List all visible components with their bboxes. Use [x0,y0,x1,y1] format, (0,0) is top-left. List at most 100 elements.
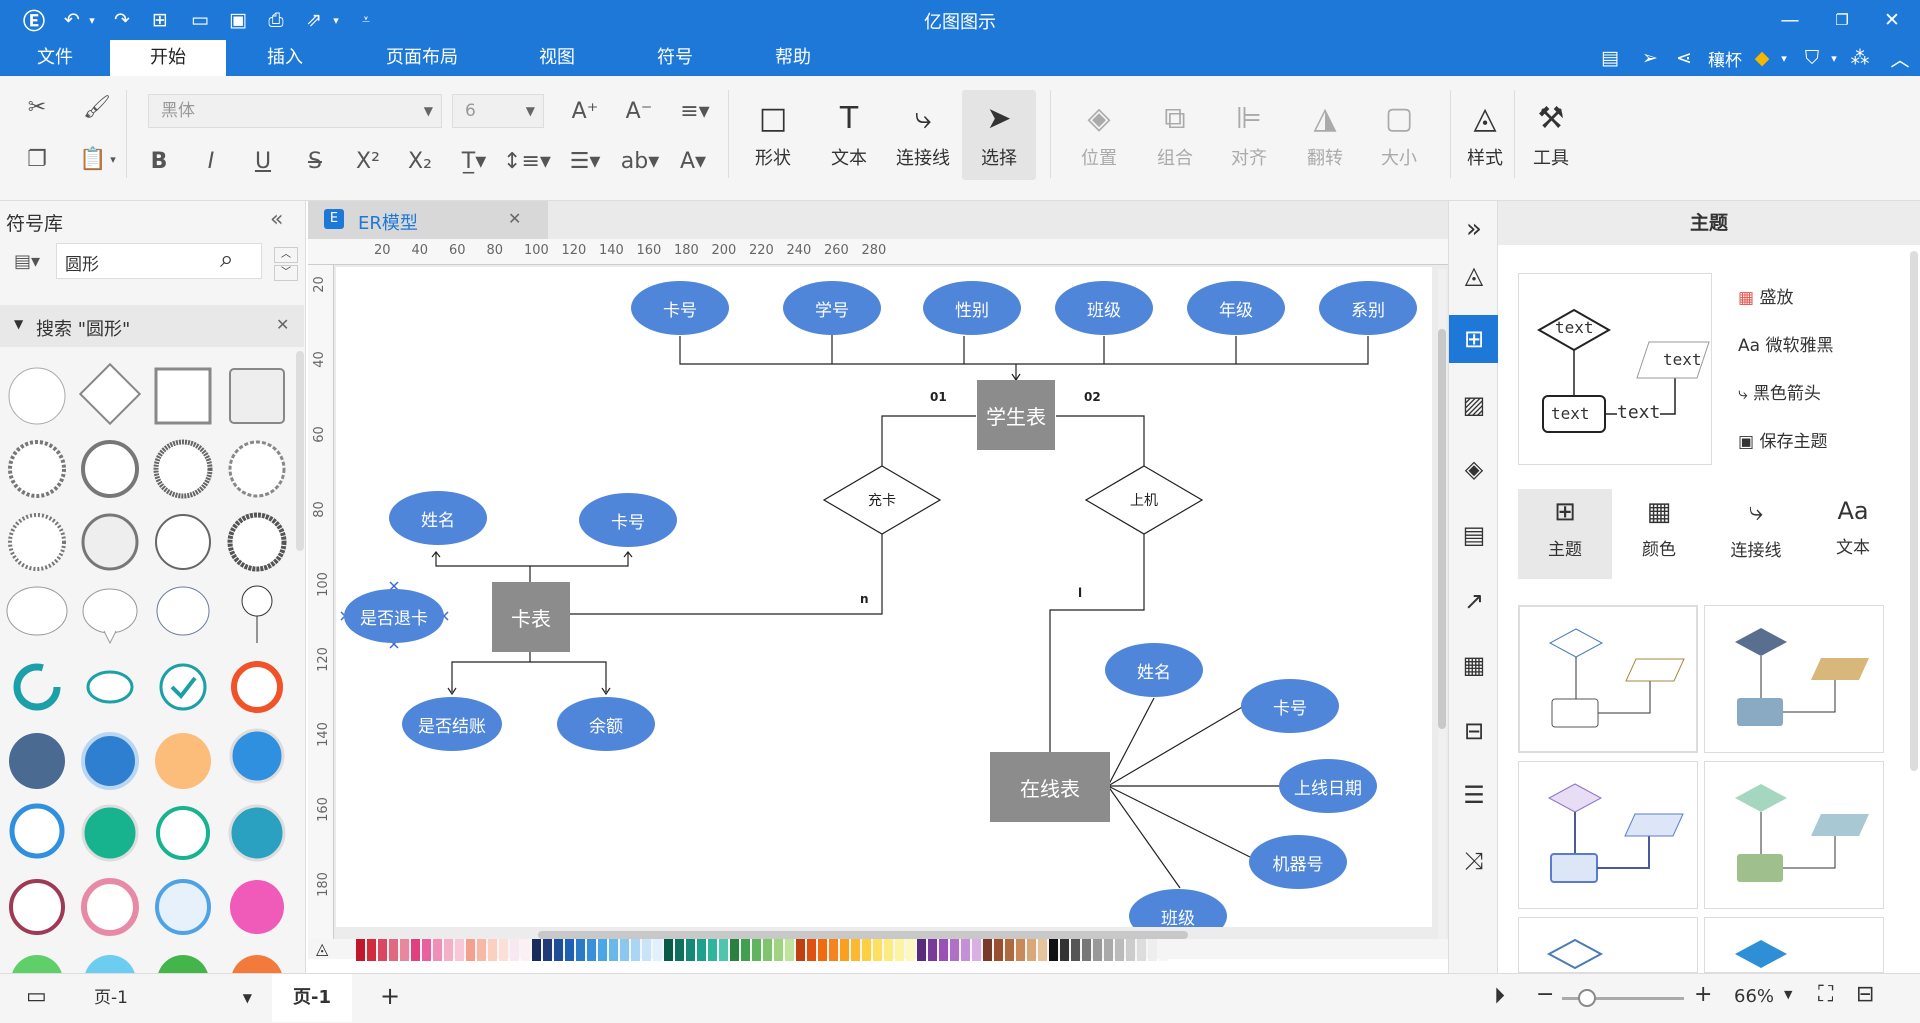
color-swatch[interactable] [1027,939,1036,961]
symbol-callout-3[interactable] [156,586,210,636]
color-swatch[interactable] [895,939,904,961]
symbol-callout-1[interactable] [6,586,68,636]
color-swatch[interactable] [675,939,684,961]
color-swatch[interactable] [873,939,882,961]
font-family-select[interactable]: 黑体▼ [148,94,442,128]
menu-view[interactable]: 视图 [539,47,575,68]
color-swatch[interactable] [576,939,585,961]
text-style-icon[interactable]: T̲▾ [461,148,487,174]
color-swatch[interactable] [851,939,860,961]
color-swatch[interactable] [653,939,662,961]
color-swatch[interactable] [708,939,717,961]
vertical-scrollbar-track[interactable] [1438,269,1446,959]
theme-option-save[interactable]: ▣ 保存主题 [1738,432,1828,452]
entity-card[interactable]: 卡表 [492,582,570,652]
symbol-ring-2[interactable] [81,440,139,498]
student-attr-1[interactable]: 学号 [783,281,881,335]
text-align-icon[interactable]: ≡▾ [680,98,710,124]
color-swatch[interactable] [961,939,970,961]
mindmap-icon[interactable]: ⤨ [1464,847,1484,875]
theme-tab-connector[interactable]: ⤷连接线 [1706,489,1806,579]
symbol-peach-circle[interactable] [155,733,211,789]
color-swatch[interactable] [917,939,926,961]
color-swatch[interactable] [994,939,1003,961]
image-icon[interactable]: ▨ [1462,391,1486,419]
zoom-dropdown-icon[interactable]: ▼ [1784,988,1793,1001]
card-attr-cardno[interactable]: 卡号 [579,493,677,547]
color-swatch[interactable] [1159,939,1168,961]
color-swatch[interactable] [1038,939,1047,961]
color-swatch[interactable] [697,939,706,961]
color-swatch[interactable] [664,939,673,961]
page-outline-icon[interactable]: ▤ [1462,521,1486,549]
color-swatch[interactable] [829,939,838,961]
symbol-ring-7[interactable] [155,514,211,570]
vertical-scrollbar-thumb[interactable] [1438,329,1446,729]
color-swatch[interactable] [1115,939,1124,961]
theme-card-3[interactable] [1518,761,1698,909]
symbol-pink-ball[interactable] [230,880,284,934]
symbol-square-rounded[interactable] [229,368,285,424]
student-attr-3[interactable]: 班级 [1055,281,1153,335]
line-spacing-icon[interactable]: ↕≡▾ [503,148,551,174]
library-search-input[interactable]: 圆形 [56,243,262,279]
comment-icon[interactable]: ▤ [1601,47,1619,69]
color-swatch[interactable] [510,939,519,961]
color-swatch[interactable] [983,939,992,961]
align-button[interactable]: ⊫对齐 [1212,90,1286,180]
symbol-teal-circle[interactable] [228,804,286,862]
color-swatch[interactable] [444,939,453,961]
theme-card-6[interactable] [1704,917,1884,973]
color-swatch[interactable] [433,939,442,961]
color-swatch[interactable] [411,939,420,961]
fill-bucket-icon[interactable]: ◬ [316,939,329,958]
card-attr-checkout[interactable]: 是否结账 [402,697,502,751]
color-swatch[interactable] [1060,939,1069,961]
shirt-icon[interactable]: ⛉ [1804,47,1820,69]
zoom-level[interactable]: 66% [1734,986,1775,1007]
card-attr-balance[interactable]: 余额 [557,697,655,751]
export-icon[interactable]: ⇗ [306,9,322,31]
color-swatch[interactable] [378,939,387,961]
symbol-refresh-arrow[interactable] [13,663,61,711]
color-swatch[interactable] [972,939,981,961]
expand-panel-icon[interactable]: » [1466,214,1482,244]
symbol-ring-4[interactable] [228,440,286,498]
superscript-icon[interactable]: X² [356,148,380,174]
fullscreen-icon[interactable]: ⛶ [1818,982,1834,1007]
export-dropdown-icon[interactable]: ▾ [333,13,339,27]
bold-icon[interactable]: B [150,148,168,174]
font-size-select[interactable]: 6▼ [452,94,544,128]
undo-dropdown-icon[interactable]: ▾ [89,13,95,27]
customize-toolbar-icon[interactable]: ⩡ [362,12,370,28]
subscript-icon[interactable]: X₂ [408,148,432,174]
open-folder-icon[interactable]: ▭ [191,9,209,31]
font-color-icon[interactable]: A▾ [679,148,707,174]
color-swatch[interactable] [587,939,596,961]
bullet-list-icon[interactable]: ☰▾ [569,148,601,174]
theme-option-arrow[interactable]: ⤷ 黑色箭头 [1738,384,1821,404]
entity-online[interactable]: 在线表 [990,752,1110,822]
search-result-section-header[interactable]: ▼ 搜索 "圆形" ✕ [0,305,304,347]
theme-card-2[interactable] [1704,605,1884,753]
symbol-pin-1[interactable] [241,585,273,643]
menu-home[interactable]: 开始 [110,40,226,76]
color-swatch[interactable] [774,939,783,961]
scroll-down-icon[interactable]: ﹀ [274,265,298,281]
gantt-icon[interactable]: ☰ [1463,781,1485,809]
menu-help[interactable]: 帮助 [775,47,811,68]
user-name[interactable]: 穰杯 [1708,51,1742,71]
theme-card-4[interactable] [1704,761,1884,909]
new-file-icon[interactable]: ⊞ [152,9,168,31]
strikethrough-icon[interactable]: S [308,148,322,174]
color-swatch[interactable] [1049,939,1058,961]
size-button[interactable]: ▢大小 [1362,90,1436,180]
horizontal-scrollbar-thumb[interactable] [538,931,1188,939]
style-button[interactable]: ◬样式 [1448,90,1522,180]
menu-symbol[interactable]: 符号 [657,47,693,68]
theme-panel-scrollbar[interactable] [1910,251,1918,771]
color-swatch[interactable] [928,939,937,961]
restore-icon[interactable]: ❐ [1835,11,1849,29]
color-swatch[interactable] [642,939,651,961]
online-attr-2[interactable]: 上线日期 [1279,759,1377,813]
